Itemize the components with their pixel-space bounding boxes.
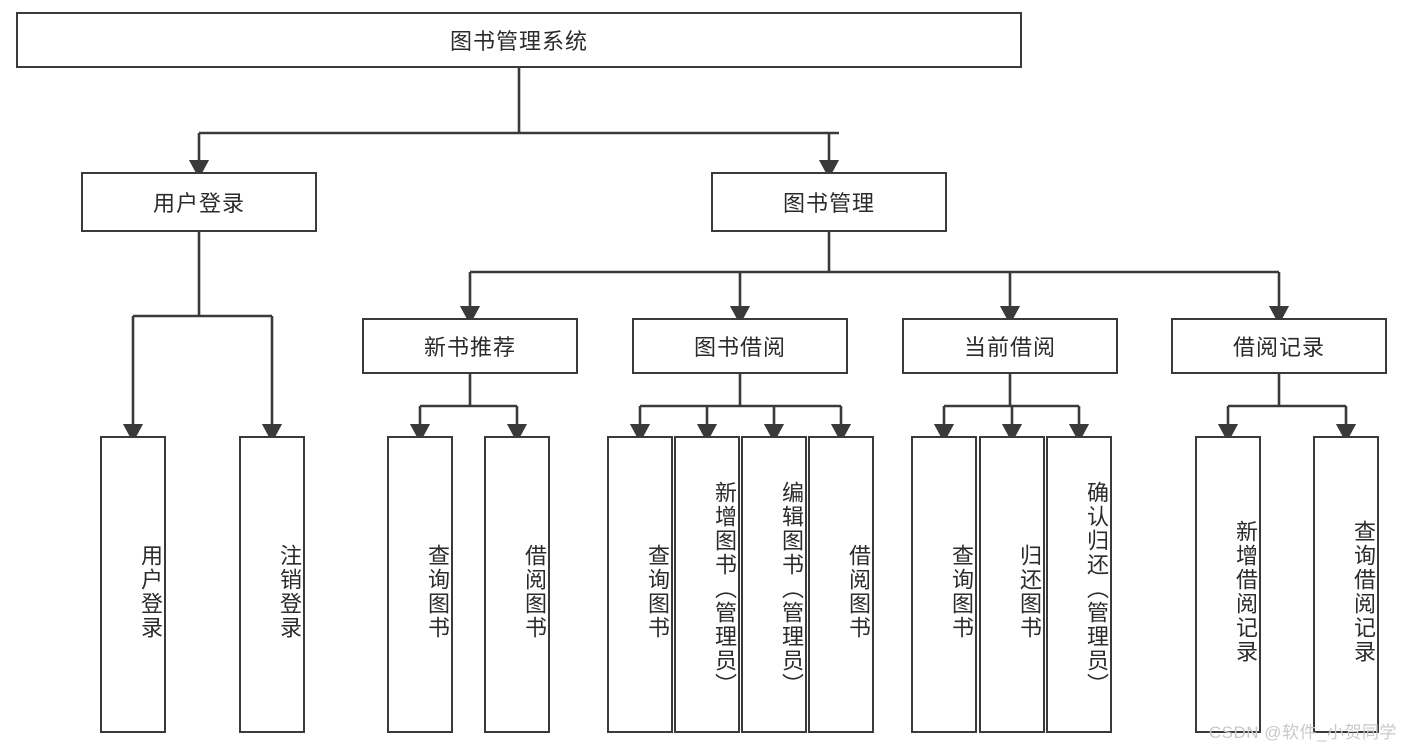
- leaf-node-borrow-book-rec[interactable]: 借阅图书: [484, 436, 550, 733]
- leaf-label: 用户登录: [138, 543, 163, 640]
- leaf-node-query-book-rec[interactable]: 查询图书: [387, 436, 453, 733]
- leaf-label: 新增图书（管理员）: [712, 480, 737, 697]
- node-user-login[interactable]: 用户登录: [81, 172, 317, 232]
- leaf-node-query-borrow-record[interactable]: 查询借阅记录: [1313, 436, 1379, 733]
- node-root-label: 图书管理系统: [449, 29, 588, 54]
- leaf-node-query-book-current[interactable]: 查询图书: [911, 436, 977, 733]
- node-book-borrow[interactable]: 图书借阅: [632, 318, 848, 374]
- leaf-label: 查询借阅记录: [1351, 519, 1376, 664]
- node-book-management[interactable]: 图书管理: [711, 172, 947, 232]
- leaf-label: 注销登录: [277, 543, 302, 640]
- leaf-label: 归还图书: [1017, 543, 1042, 640]
- node-root[interactable]: 图书管理系统: [16, 12, 1022, 68]
- leaf-node-confirm-return-admin[interactable]: 确认归还（管理员）: [1046, 436, 1112, 733]
- node-current-borrow[interactable]: 当前借阅: [902, 318, 1118, 374]
- leaf-node-query-book-borrow[interactable]: 查询图书: [607, 436, 673, 733]
- node-book-borrow-label: 图书借阅: [693, 335, 786, 360]
- leaf-label: 新增借阅记录: [1233, 519, 1258, 664]
- node-new-book-recommend[interactable]: 新书推荐: [362, 318, 578, 374]
- leaf-node-add-book-admin[interactable]: 新增图书（管理员）: [674, 436, 740, 733]
- leaf-node-user-login[interactable]: 用户登录: [100, 436, 166, 733]
- node-borrow-record-label: 借阅记录: [1232, 335, 1325, 360]
- node-current-borrow-label: 当前借阅: [963, 335, 1056, 360]
- leaf-label: 查询图书: [645, 543, 670, 640]
- leaf-node-edit-book-admin[interactable]: 编辑图书（管理员）: [741, 436, 807, 733]
- node-new-book-recommend-label: 新书推荐: [423, 335, 516, 360]
- leaf-label: 借阅图书: [846, 543, 871, 640]
- leaf-node-borrow-book[interactable]: 借阅图书: [808, 436, 874, 733]
- node-borrow-record[interactable]: 借阅记录: [1171, 318, 1387, 374]
- leaf-label: 确认归还（管理员）: [1084, 480, 1109, 697]
- leaf-label: 查询图书: [425, 543, 450, 640]
- leaf-node-add-borrow-record[interactable]: 新增借阅记录: [1195, 436, 1261, 733]
- leaf-label: 借阅图书: [522, 543, 547, 640]
- leaf-node-return-book[interactable]: 归还图书: [979, 436, 1045, 733]
- leaf-label: 查询图书: [949, 543, 974, 640]
- node-book-management-label: 图书管理: [782, 191, 875, 216]
- leaf-label: 编辑图书（管理员）: [779, 480, 804, 697]
- leaf-node-logout[interactable]: 注销登录: [239, 436, 305, 733]
- node-user-login-label: 用户登录: [152, 191, 245, 216]
- watermark: CSDN @软件_小贺同学: [1208, 723, 1397, 742]
